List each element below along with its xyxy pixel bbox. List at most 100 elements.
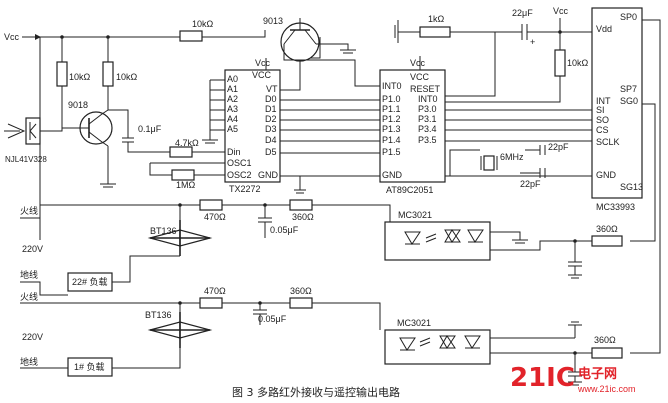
pin-d1: D1: [265, 104, 277, 114]
c005-b-label: 0.05μF: [258, 314, 287, 324]
mc3021-a-label: MC3021: [398, 210, 432, 220]
resistor-10k-left-label: 10kΩ: [69, 72, 91, 82]
cap-22p-b: [520, 168, 546, 178]
capacitor-01u: [122, 137, 134, 143]
pin-p13: P1.3: [382, 124, 401, 134]
svg-text:21IC: 21IC: [510, 363, 575, 393]
ground-symbol-a: [202, 130, 218, 144]
optotriac-a-icon: [404, 229, 484, 245]
c22u-label: 22μF: [512, 8, 533, 18]
pin-p34: P3.4: [418, 124, 437, 134]
pin-vt: VT: [266, 84, 278, 94]
resistor-470-a: [199, 199, 223, 211]
fire-label-b: 火线: [20, 291, 38, 302]
r1k-label: 1kΩ: [428, 14, 445, 24]
r47k-label: 4.7kΩ: [175, 138, 199, 148]
pin-p10: P1.0: [382, 94, 401, 104]
resistor-10k-left: [56, 61, 68, 87]
fire-label-a: 火线: [20, 205, 38, 216]
wire: [445, 31, 496, 97]
pin-gnd-mc: GND: [596, 170, 617, 180]
pin-int: INT: [596, 96, 611, 106]
v220-label-a: 220V: [22, 244, 43, 254]
pin-sg0: SG0: [620, 96, 638, 106]
pin-d3: D3: [265, 124, 277, 134]
wire: [20, 204, 180, 219]
resistor-10k-right: [554, 49, 566, 77]
pin-int0-r: INT0: [418, 94, 438, 104]
load-1: [67, 357, 113, 377]
load-22-label: 22# 负载: [72, 276, 108, 287]
load-1-label: 1# 负载: [74, 361, 105, 372]
wire: [312, 204, 391, 224]
svg-text:www.21ic.com: www.21ic.com: [577, 384, 636, 394]
resistor-360-b: [289, 297, 313, 309]
ground-label-a: 地线: [20, 269, 38, 280]
c22u-plus: +: [530, 37, 535, 47]
capacitor-005-b: [253, 303, 267, 325]
c22p-b-label: 22pF: [520, 179, 541, 189]
r360-a-label: 360Ω: [292, 212, 314, 222]
spi-bus: [445, 109, 592, 142]
optotriac-mc3021-a: [384, 221, 491, 261]
figure-caption: 图 3 多路红外接收与遥控输出电路: [232, 385, 400, 399]
pin-cs: CS: [596, 125, 609, 135]
resistor-10k-top-label: 10kΩ: [192, 19, 214, 29]
pin-gnd-tx: GND: [258, 170, 279, 180]
pin-osc1: OSC1: [227, 158, 252, 168]
resistor-10k-mid-label: 10kΩ: [116, 72, 138, 82]
resistor-1k: [419, 26, 451, 38]
ground-symbol-9018: [100, 183, 116, 188]
resistor-10k-top: [179, 30, 203, 42]
pin-osc2: OSC2: [227, 170, 252, 180]
ic-tx2272: [224, 69, 281, 183]
wire: [108, 109, 129, 138]
pin-gnd-mcu: GND: [382, 170, 403, 180]
pin-p30: P3.0: [418, 104, 437, 114]
wire: [312, 302, 381, 330]
pin-p35: P3.5: [418, 135, 437, 145]
ic-mc33993: [591, 7, 643, 199]
resistor-360-c: [591, 235, 623, 247]
triac-bt136-b-icon: [147, 312, 213, 348]
optotriac-b-icon: [399, 335, 481, 351]
c005-a-label: 0.05μF: [270, 225, 299, 235]
vcc-label-left: Vcc: [4, 32, 20, 42]
r470-a-label: 470Ω: [204, 212, 226, 222]
capacitor-22u: [495, 24, 592, 40]
wire: [209, 79, 225, 131]
pin-reset: RESET: [410, 84, 441, 94]
ground-symbol-reset: [394, 20, 399, 43]
pin-d0: D0: [265, 94, 277, 104]
r360-c-label: 360Ω: [596, 224, 618, 234]
ground-symbol-opto-b: [490, 321, 582, 339]
wire: [127, 142, 170, 153]
resistor-360-d: [591, 347, 623, 359]
mcu-name: AT89C2051: [386, 185, 433, 195]
ground-symbol-tx: [280, 175, 306, 194]
resistor-47k: [169, 146, 193, 158]
r360-b-label: 360Ω: [290, 286, 312, 296]
resistor-10k-mid: [102, 61, 114, 87]
r470-b-label: 470Ω: [204, 286, 226, 296]
vcc-label-top: Vcc: [553, 6, 569, 16]
pin-sclk: SCLK: [596, 137, 620, 147]
svg-text:电子网: 电子网: [578, 366, 617, 382]
ground-label-b: 地线: [20, 356, 38, 367]
pin-din: Din: [227, 147, 241, 157]
sensor-label: NJL41V328: [5, 155, 47, 164]
xtal-label: 6MHz: [500, 152, 524, 162]
tx2272-name: TX2272: [229, 184, 261, 194]
cap-gnd-a: [568, 241, 582, 279]
wire: [112, 255, 180, 283]
pin-p11: P1.1: [382, 104, 401, 114]
wire: [20, 281, 68, 296]
pin-sg13: SG13: [620, 182, 643, 192]
pin-p14: P1.4: [382, 135, 401, 145]
pin-a1: A1: [227, 84, 238, 94]
pin-a3: A3: [227, 104, 238, 114]
mc3021-b-label: MC3021: [397, 318, 431, 328]
resistor-1m: [171, 169, 195, 181]
wire: [149, 163, 172, 176]
